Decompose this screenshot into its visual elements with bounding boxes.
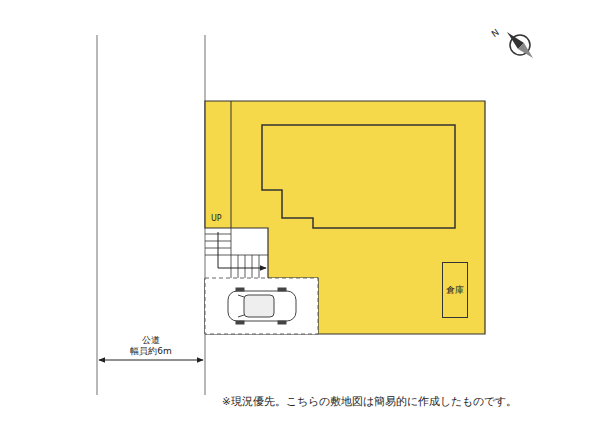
storage-box: 倉庫 <box>442 262 468 318</box>
stair-arrow <box>218 268 266 269</box>
note: ※現況優先。こちらの敷地図は簡易的に作成したものです。 <box>222 395 517 407</box>
stairs <box>205 228 268 278</box>
stair-arrow <box>218 232 219 268</box>
compass <box>507 32 533 58</box>
building-outline <box>262 125 455 228</box>
road-width: 幅員約6m <box>130 346 172 356</box>
storage-label: 倉庫 <box>446 284 464 297</box>
parking-space <box>205 278 318 334</box>
lot <box>205 101 485 334</box>
walkway-line <box>231 101 232 228</box>
road-label: 公道 <box>142 335 160 345</box>
lot-edge <box>205 278 318 334</box>
north-mark: N <box>490 27 501 39</box>
car <box>228 288 296 324</box>
dimension-arrow <box>99 360 203 361</box>
stair-label: UP <box>211 214 222 223</box>
road-edge <box>96 35 97 395</box>
